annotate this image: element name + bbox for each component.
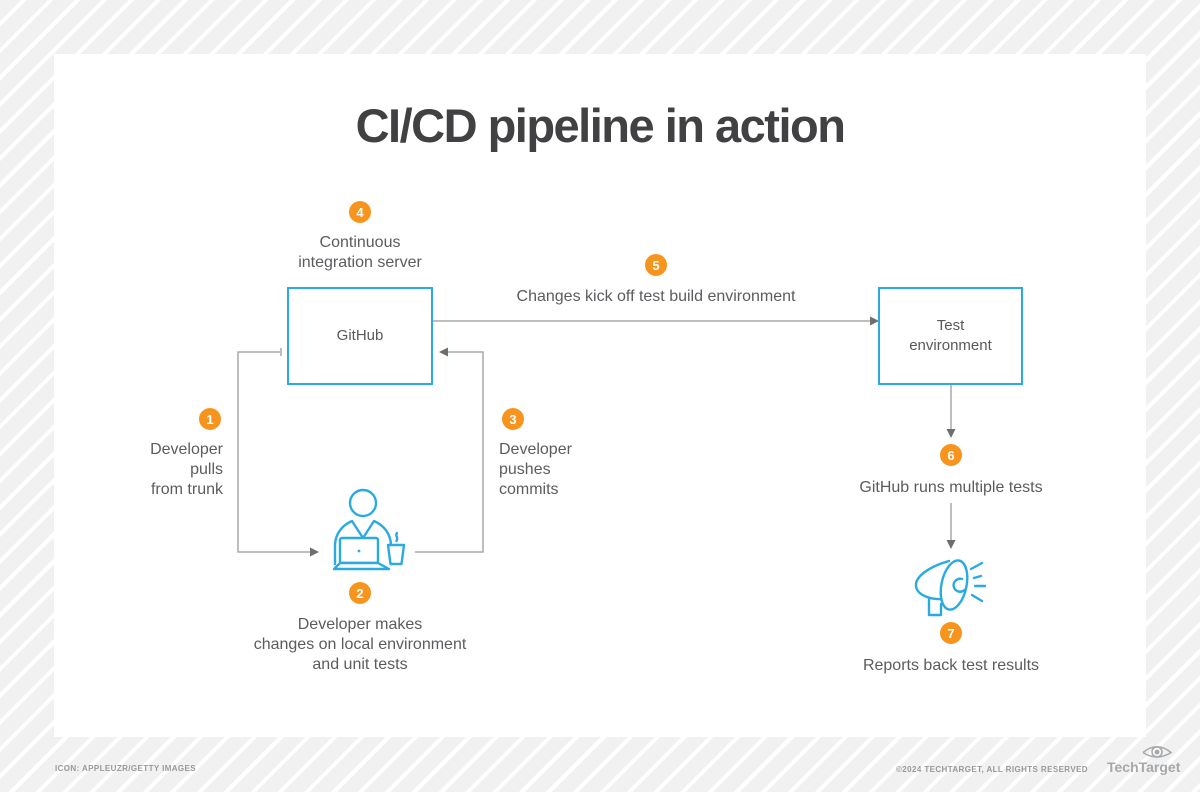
- arrowhead-to-github: [439, 347, 448, 357]
- connector-lines: [237, 316, 956, 557]
- sound-line-bottom: [970, 593, 984, 603]
- coffee-cup: [386, 543, 406, 566]
- step-1-badge: 1: [199, 408, 221, 430]
- page-title: CI/CD pipeline in action: [355, 99, 846, 152]
- step-4-badge: 4: [349, 201, 371, 223]
- sound-line-top: [969, 561, 984, 571]
- coffee-steam: [395, 531, 399, 543]
- github-node: GitHub: [287, 287, 433, 385]
- techtarget-logo: TechTarget: [1095, 744, 1195, 781]
- sound-line-upper-mid: [972, 574, 983, 580]
- step-5-badge: 5: [645, 254, 667, 276]
- megaphone-speaker-swirl: [952, 577, 966, 593]
- step-2-label: Developer makes changes on local environ…: [253, 616, 467, 673]
- icon-credit: ICON: APPLEUZR/GETTY IMAGES: [55, 764, 197, 773]
- test-environment-node: Test environment: [878, 287, 1023, 385]
- step-3-label: Developer pushes commits: [499, 441, 572, 498]
- step-1-label: Developer pulls from trunk: [150, 441, 223, 498]
- step-5-label: Changes kick off test build environment: [516, 288, 796, 305]
- step-4-label: Continuous integration server: [298, 234, 422, 271]
- laptop-logo-dot: [357, 549, 361, 553]
- megaphone-body: [914, 559, 951, 610]
- techtarget-eye-icon: [1142, 746, 1173, 758]
- arrowhead-to-step6: [946, 429, 956, 438]
- developer-at-laptop-icon: [332, 488, 406, 571]
- eye-pupil: [1154, 749, 1160, 755]
- step-2-badge: 2: [349, 582, 371, 604]
- step-7-label: Reports back test results: [862, 657, 1040, 674]
- arrowhead-to-developer: [310, 547, 319, 557]
- megaphone-handle: [927, 597, 943, 617]
- laptop-base: [332, 561, 391, 571]
- brand-wordmark: TechTarget: [1107, 759, 1181, 775]
- copyright-notice: ©2024 TECHTARGET, ALL RIGHTS RESERVED: [896, 765, 1088, 774]
- content-panel: CI/CD pipeline in action GitHub Test env…: [54, 54, 1146, 737]
- arrowhead-to-megaphone: [946, 540, 956, 549]
- developer-head: [348, 488, 378, 518]
- megaphone-icon: [914, 559, 987, 617]
- step-3-badge: 3: [502, 408, 524, 430]
- step-6-label: GitHub runs multiple tests: [859, 479, 1043, 496]
- step-7-badge: 7: [940, 622, 962, 644]
- step-6-badge: 6: [940, 444, 962, 466]
